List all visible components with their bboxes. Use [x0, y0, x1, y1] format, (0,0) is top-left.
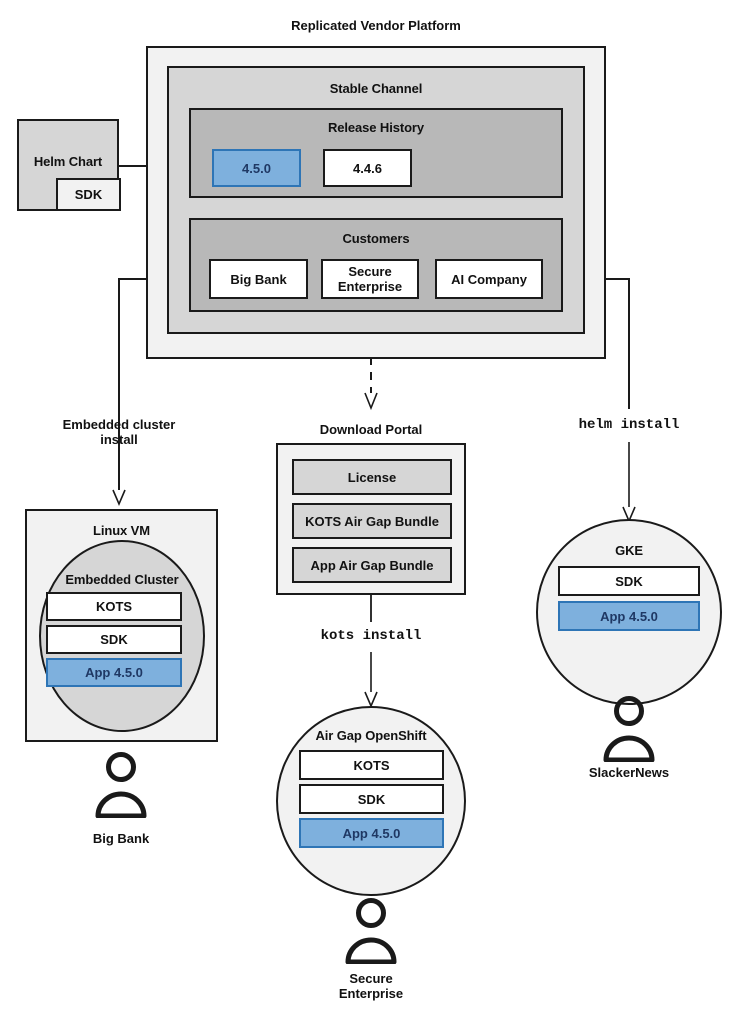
- customers-box: Customers Big Bank Secure Enterprise AI …: [189, 218, 563, 312]
- person-icon: [95, 752, 147, 819]
- helm-chart-label: Helm Chart: [33, 154, 103, 169]
- component-label: SDK: [615, 573, 643, 589]
- component-label: App 4.5.0: [85, 665, 143, 680]
- actor-label-line-2: Enterprise: [338, 986, 404, 1001]
- release-chip-4-4-6[interactable]: 4.4.6: [323, 149, 412, 187]
- sdk-label: SDK: [74, 187, 103, 202]
- air-gap-openshift-label: Air Gap OpenShift: [315, 728, 427, 743]
- artifact-app-air-gap-bundle[interactable]: App Air Gap Bundle: [292, 547, 452, 583]
- edge-label-helm-install: helm install: [578, 417, 680, 433]
- release-history-label: Release History: [327, 120, 425, 135]
- edge-label-line-2: install: [100, 432, 138, 447]
- artifact-kots-air-gap-bundle[interactable]: KOTS Air Gap Bundle: [292, 503, 452, 539]
- page-title: Replicated Vendor Platform: [291, 18, 461, 33]
- actor-slackernews: [584, 696, 674, 786]
- component-label: App 4.5.0: [600, 608, 658, 624]
- customer-name-label: AI Company: [451, 271, 527, 287]
- edge-label-kots-install: kots install: [320, 628, 422, 644]
- artifact-license[interactable]: License: [292, 459, 452, 495]
- edge-label-embedded-cluster-install: Embedded cluster install: [44, 417, 194, 447]
- component-label: SDK: [100, 632, 128, 647]
- release-version-label: 4.5.0: [242, 160, 271, 176]
- download-portal-title: Download Portal: [319, 422, 423, 437]
- actor-label-big-bank: Big Bank: [92, 831, 150, 846]
- edge-label-line-1: Embedded cluster: [62, 417, 176, 432]
- customer-chip-big-bank[interactable]: Big Bank: [209, 259, 308, 299]
- edge-downloadportal-to-openshift: [364, 595, 378, 709]
- release-history-box: Release History 4.5.0 4.4.6: [189, 108, 563, 198]
- linuxvm-component-app[interactable]: App 4.5.0: [46, 658, 182, 687]
- release-version-label: 4.4.6: [353, 160, 382, 176]
- actor-label-line-1: Secure: [349, 971, 393, 986]
- component-label: SDK: [357, 791, 386, 807]
- linux-vm-label: Linux VM: [93, 523, 150, 538]
- person-icon: [603, 696, 655, 763]
- component-label: KOTS: [353, 757, 390, 773]
- customer-name-label: Secure Enterprise: [337, 264, 403, 294]
- person-icon: [345, 898, 397, 965]
- download-portal-box: License KOTS Air Gap Bundle App Air Gap …: [276, 443, 466, 595]
- actor-label-secure-enterprise: Secure Enterprise: [301, 971, 441, 1001]
- actor-secure-enterprise: [326, 898, 416, 988]
- release-chip-4-5-0[interactable]: 4.5.0: [212, 149, 301, 187]
- embedded-cluster-label: Embedded Cluster: [65, 572, 179, 587]
- artifact-label: KOTS Air Gap Bundle: [305, 513, 439, 529]
- customer-chip-secure-enterprise[interactable]: Secure Enterprise: [321, 259, 419, 299]
- openshift-component-kots[interactable]: KOTS: [299, 750, 444, 780]
- gke-component-app[interactable]: App 4.5.0: [558, 601, 700, 631]
- component-label: App 4.5.0: [342, 825, 401, 841]
- component-label: KOTS: [95, 599, 133, 614]
- actor-label-slackernews: SlackerNews: [588, 765, 670, 780]
- gke-label: GKE: [615, 543, 643, 558]
- openshift-component-app[interactable]: App 4.5.0: [299, 818, 444, 848]
- customers-label: Customers: [342, 231, 410, 246]
- openshift-component-sdk[interactable]: SDK: [299, 784, 444, 814]
- gke-component-sdk[interactable]: SDK: [558, 566, 700, 596]
- actor-big-bank: [76, 752, 166, 842]
- customer-chip-ai-company[interactable]: AI Company: [435, 259, 543, 299]
- customer-name-label: Big Bank: [230, 271, 287, 287]
- artifact-label: App Air Gap Bundle: [310, 557, 434, 573]
- linuxvm-component-kots[interactable]: KOTS: [46, 592, 182, 621]
- artifact-label: License: [347, 469, 397, 485]
- stable-channel-label: Stable Channel: [329, 81, 423, 96]
- linuxvm-component-sdk[interactable]: SDK: [46, 625, 182, 654]
- helm-chart-sdk-box[interactable]: SDK: [56, 178, 121, 211]
